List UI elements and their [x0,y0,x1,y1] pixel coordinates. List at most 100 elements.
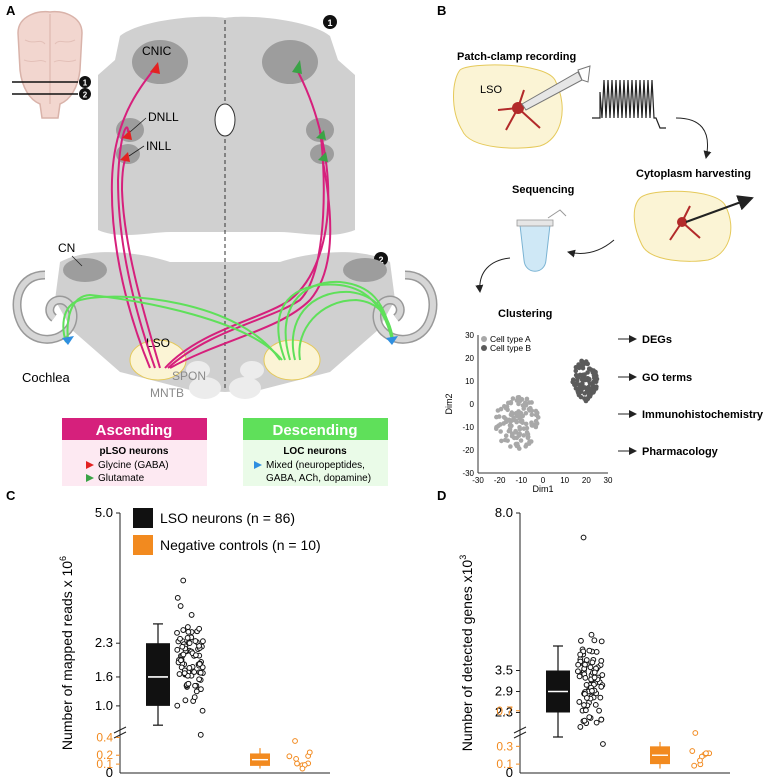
lso-data-point [192,682,198,689]
ytick-label: 3.5 [495,663,513,678]
lso-data-point [191,669,198,675]
scatter-point [503,419,509,425]
glycine-arrow-icon [86,461,94,469]
lso-data-point [577,724,584,730]
scatter-point [507,428,513,433]
scatter-point [579,377,585,382]
ascending-legend: Ascending pLSO neurons Glycine (GABA) Gl… [62,418,207,486]
output-go-terms: GO terms [642,372,692,384]
scatter-ytick: 10 [465,377,474,386]
panel-b: B Patch-clamp recording LSO Cytoplasm ha… [437,3,764,494]
panel-d-label: D [437,488,446,503]
scatter-point [591,375,597,381]
lso-data-point [597,694,604,701]
neg-data-point [306,749,313,756]
scatter-point [529,412,535,418]
lso-data-point [191,694,198,701]
lso-data-point [181,670,188,676]
section-marker-2: 2 [83,91,88,100]
mixed-label-2: GABA, ACh, dopamine) [266,473,371,484]
scatter-ylabel: Dim2 [444,393,454,414]
lso-data-point [186,665,193,671]
scatter-point [572,382,577,388]
lso-data-point [598,716,605,723]
scatter-point [523,421,529,427]
lso-data-point [575,661,582,668]
cochlea-icon-right [372,270,438,344]
scatter-point [526,441,532,446]
scatter-point [583,397,589,403]
lso-data-point [576,699,583,705]
descending-pathways [62,280,394,361]
ascending-title: Ascending [96,422,173,439]
scatter-point [499,438,504,444]
panel-c-label: C [6,488,16,503]
lso-data-point [186,640,193,647]
ascending-heading: pLSO neurons [100,446,169,457]
lso-data-point [592,701,599,708]
scatter-point [516,446,522,451]
scatter-point [525,434,531,440]
lso-data-point [580,534,587,541]
lso-data-point [174,646,181,653]
scatter-point [520,403,526,408]
lso-data-point [582,674,589,681]
scatter-xtick: -10 [516,476,528,485]
lso-data-point [578,637,584,644]
step-sequencing: Sequencing [512,184,574,196]
scatter-point [587,381,593,386]
scatter-point [573,368,579,374]
lso-data-point [177,603,184,609]
scatter-point [516,433,522,438]
ytick-label: 2.3 [495,705,513,720]
neg-data-point [294,760,300,767]
scatter-point [494,414,499,420]
scatter-ytick: -30 [462,469,474,478]
ytick-label-orange: 0.2 [96,748,113,762]
legend-cell-type-a: Cell type A [490,334,531,344]
scatter-point [495,408,501,413]
lso-data-point [178,657,184,664]
scatter-point [584,388,590,394]
scatter-point [529,420,534,426]
cn-label: CN [58,241,75,255]
lso-data-point [598,657,605,664]
scatter-point [510,417,515,423]
scatter-point [498,429,503,434]
scatter-point [583,359,589,364]
lso-data-point [197,731,204,738]
scatter-xtick: 0 [541,476,546,485]
scatter-ytick: -20 [462,446,474,455]
scatter-point [587,366,592,371]
panel-a: A 1 2 1 2 CNIC DNL [6,3,438,486]
lso-data-point [591,674,598,681]
scatter-point [518,438,524,443]
scatter-xtick: 20 [582,476,591,485]
ytick-label-orange: 0.1 [496,757,513,771]
scatter-point [594,384,599,389]
scatter-point [534,413,540,418]
scatter-ytick: 30 [465,331,474,340]
scatter-point [505,407,510,413]
scatter-ytick: -10 [462,423,474,432]
ytick-label: 2.3 [95,635,113,650]
lso-data-point [591,637,598,644]
legend-neg-label: Negative controls (n = 10) [160,537,321,553]
scatter-point [513,428,518,434]
scatter-point [517,426,523,432]
descending-legend: Descending LOC neurons Mixed (neuropepti… [243,418,388,486]
lso-data-point [180,651,187,658]
output-pharmacology: Pharmacology [642,446,719,458]
mixed-label: Mixed (neuropeptides, [266,460,365,471]
lso-data-point [588,631,595,638]
inll-label: INLL [146,139,172,153]
lso-data-point [174,702,181,709]
cnic-label: CNIC [142,44,172,58]
lso-data-point [176,671,183,677]
scatter-point [513,441,519,447]
lso-data-point [197,669,204,676]
scatter-xlabel: Dim1 [532,484,553,494]
scatter-point [526,406,532,412]
panel-b-label: B [437,3,446,18]
